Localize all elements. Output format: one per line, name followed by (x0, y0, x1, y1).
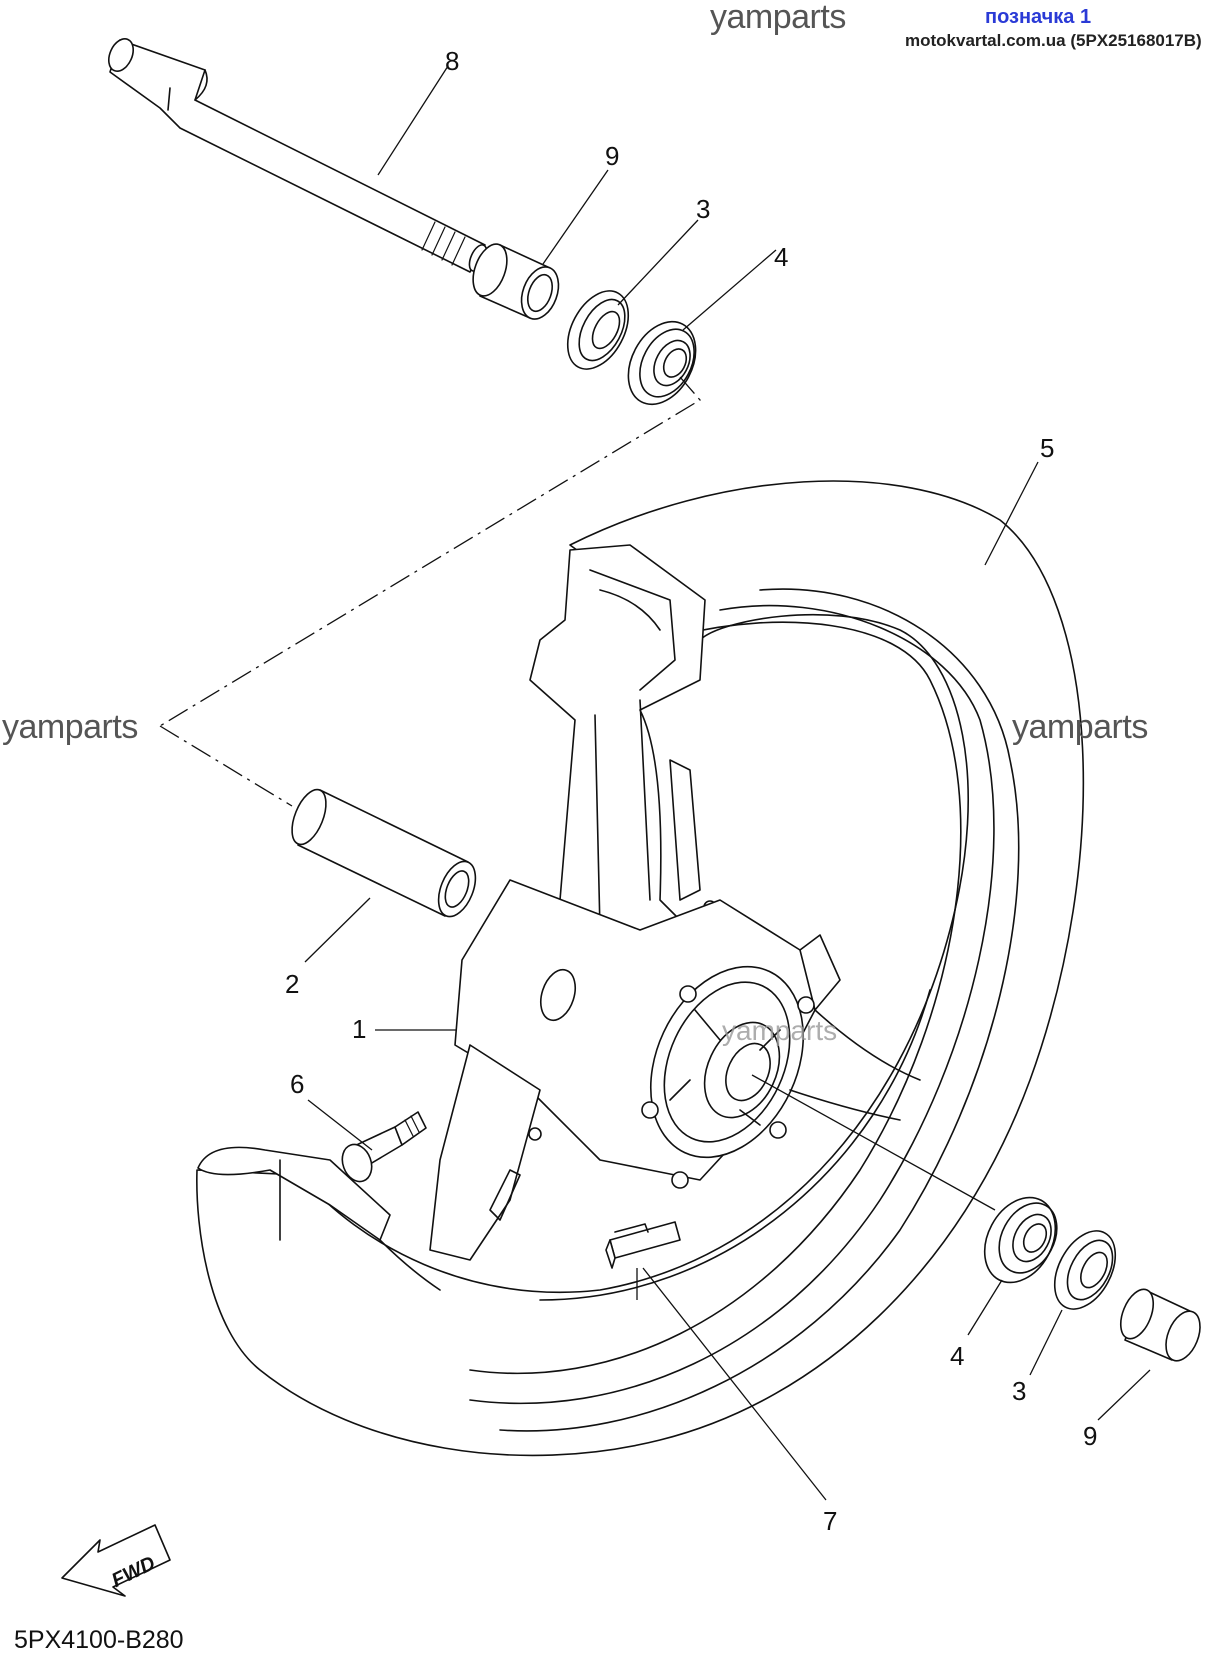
callout-8: 8 (445, 46, 459, 76)
source-reference: motokvartal.com.ua (5PX25168017B) (905, 31, 1202, 50)
assembly-line-upper (159, 376, 701, 727)
assembly-line-lower (159, 725, 293, 807)
diagram-code: 5PX4100-B280 (14, 1626, 184, 1654)
part-6-valve (341, 1111, 427, 1183)
part-7-balance-weight (605, 1221, 681, 1269)
callout-3-top: 3 (696, 194, 710, 224)
part-9-collar-bottom (1119, 1288, 1201, 1362)
part-3-oil-seal-bottom (1053, 1230, 1117, 1310)
forward-arrow-icon: FWD (61, 1524, 171, 1597)
watermark-top: yamparts (710, 0, 846, 36)
diagram-label: позначка 1 (985, 6, 1091, 28)
callout-2: 2 (285, 969, 299, 999)
callout-7: 7 (823, 1506, 837, 1536)
watermark-left: yamparts (2, 708, 138, 746)
part-8-axle (108, 38, 488, 273)
watermark-center: yamparts (722, 1015, 837, 1046)
callout-6: 6 (290, 1069, 304, 1099)
callout-9-top: 9 (605, 141, 619, 171)
part-3-oil-seal-top (566, 290, 630, 370)
callout-4-bottom: 4 (950, 1341, 964, 1371)
callout-4-top: 4 (774, 242, 788, 272)
callout-3-bottom: 3 (1012, 1376, 1026, 1406)
part-5-tire (196, 480, 1085, 1457)
callout-1: 1 (352, 1014, 366, 1044)
watermark-right: yamparts (1012, 708, 1148, 746)
part-9-collar-top (472, 243, 560, 320)
part-4-bearing-bottom (983, 1196, 1058, 1284)
part-4-bearing-top (627, 320, 697, 406)
axis-leader-line (751, 1074, 996, 1211)
part-2-spacer (291, 788, 477, 918)
callout-leaders (304, 65, 1151, 1501)
callout-5: 5 (1040, 433, 1054, 463)
callout-9-bottom: 9 (1083, 1421, 1097, 1451)
part-1-hub (429, 879, 921, 1261)
